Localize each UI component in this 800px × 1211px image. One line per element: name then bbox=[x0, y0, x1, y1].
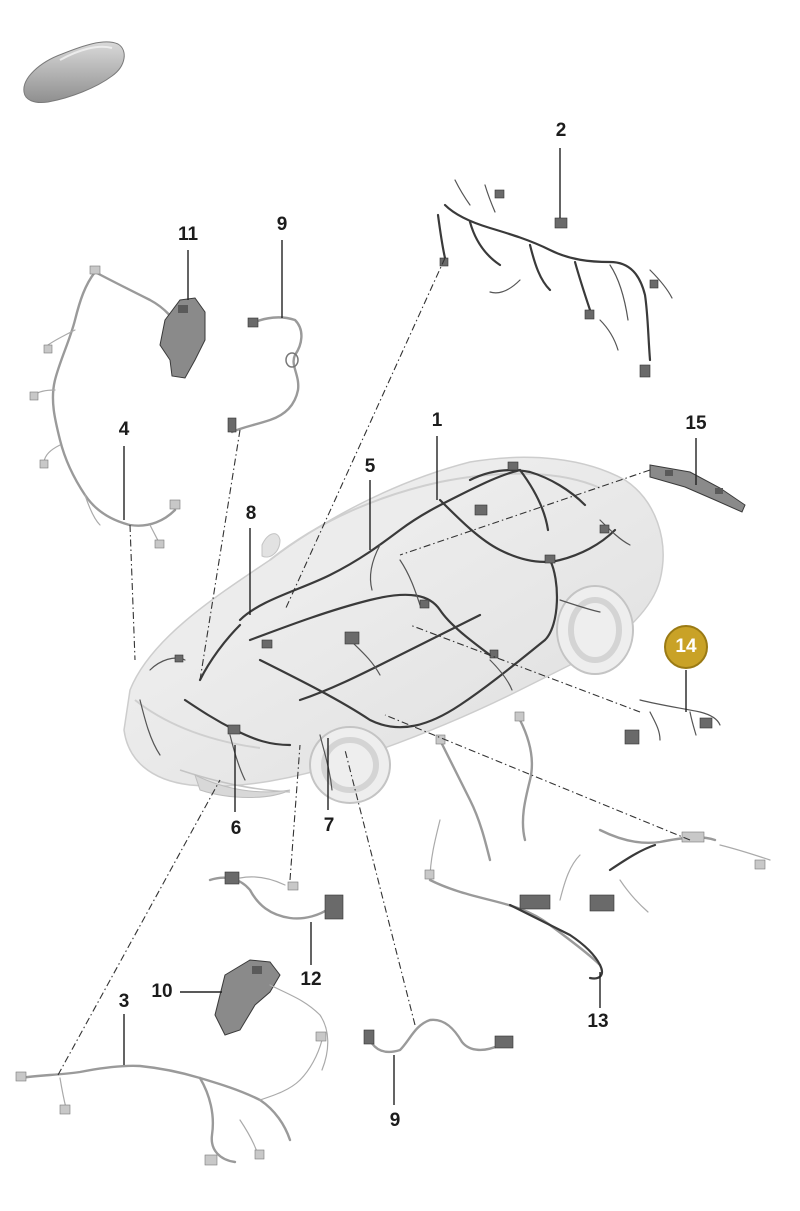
callout-10: 10 bbox=[151, 981, 173, 1002]
callout-14-highlighted[interactable]: 14 bbox=[664, 625, 708, 669]
harness-part-9-top bbox=[227, 316, 303, 434]
callout-1: 1 bbox=[431, 410, 443, 431]
bracket-part-15 bbox=[649, 464, 746, 513]
callout-9-bottom: 9 bbox=[389, 1110, 401, 1131]
callout-13: 13 bbox=[587, 1011, 609, 1032]
callout-leader-lines bbox=[123, 148, 697, 1105]
callout-2: 2 bbox=[555, 120, 567, 141]
callout-5: 5 bbox=[364, 456, 376, 477]
harness-part-9-bottom bbox=[363, 1018, 514, 1054]
callout-9-top: 9 bbox=[276, 214, 288, 235]
harness-part-4 bbox=[29, 265, 182, 549]
bracket-part-10 bbox=[214, 959, 329, 1071]
callout-6: 6 bbox=[230, 818, 242, 839]
car-thumbnail-icon bbox=[23, 41, 125, 103]
exploded-view-guide-lines bbox=[57, 257, 691, 1076]
harness-part-14 bbox=[624, 699, 721, 745]
bracket-part-11 bbox=[159, 297, 206, 379]
callout-12: 12 bbox=[300, 969, 322, 990]
harness-part-3 bbox=[15, 1031, 327, 1166]
harness-part-13 bbox=[424, 711, 771, 980]
callout-7: 7 bbox=[323, 815, 335, 836]
harness-part-12 bbox=[208, 871, 344, 920]
main-vehicle-harness bbox=[139, 461, 631, 791]
harness-part-2 bbox=[436, 179, 673, 378]
callout-8: 8 bbox=[245, 503, 257, 524]
callout-3: 3 bbox=[118, 991, 130, 1012]
callout-4: 4 bbox=[118, 419, 130, 440]
vehicle-body-outline bbox=[123, 456, 664, 804]
callout-11: 11 bbox=[177, 224, 199, 245]
callout-15: 15 bbox=[685, 413, 707, 434]
